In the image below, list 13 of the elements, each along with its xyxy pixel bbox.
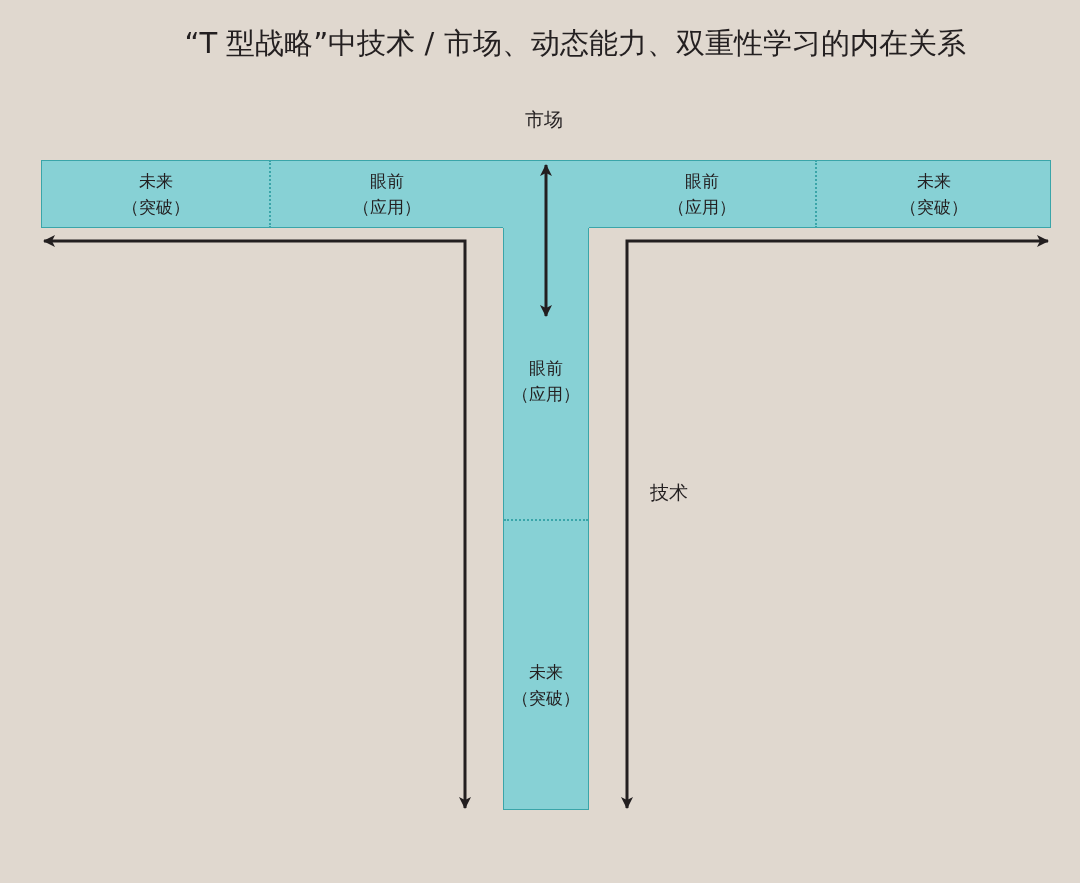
diagram-title: “T 型战略”中技术 / 市场、动态能力、双重性学习的内在关系 bbox=[183, 25, 967, 62]
cell-label: 眼前（应用） bbox=[511, 357, 581, 406]
cell-label: 未来（突破） bbox=[898, 170, 969, 219]
bar-cell bbox=[815, 160, 1051, 228]
cell-label: 眼前（应用） bbox=[667, 170, 737, 219]
bar-cell bbox=[589, 160, 815, 228]
double-arrow bbox=[540, 164, 552, 317]
bar-cell bbox=[271, 160, 503, 228]
axis-label: 市场 bbox=[525, 107, 563, 132]
axis-label: 技术 bbox=[650, 480, 688, 505]
cell-label: 未来（突破） bbox=[120, 170, 191, 219]
bar-cell bbox=[41, 160, 271, 228]
cell-label: 眼前（应用） bbox=[352, 170, 422, 219]
